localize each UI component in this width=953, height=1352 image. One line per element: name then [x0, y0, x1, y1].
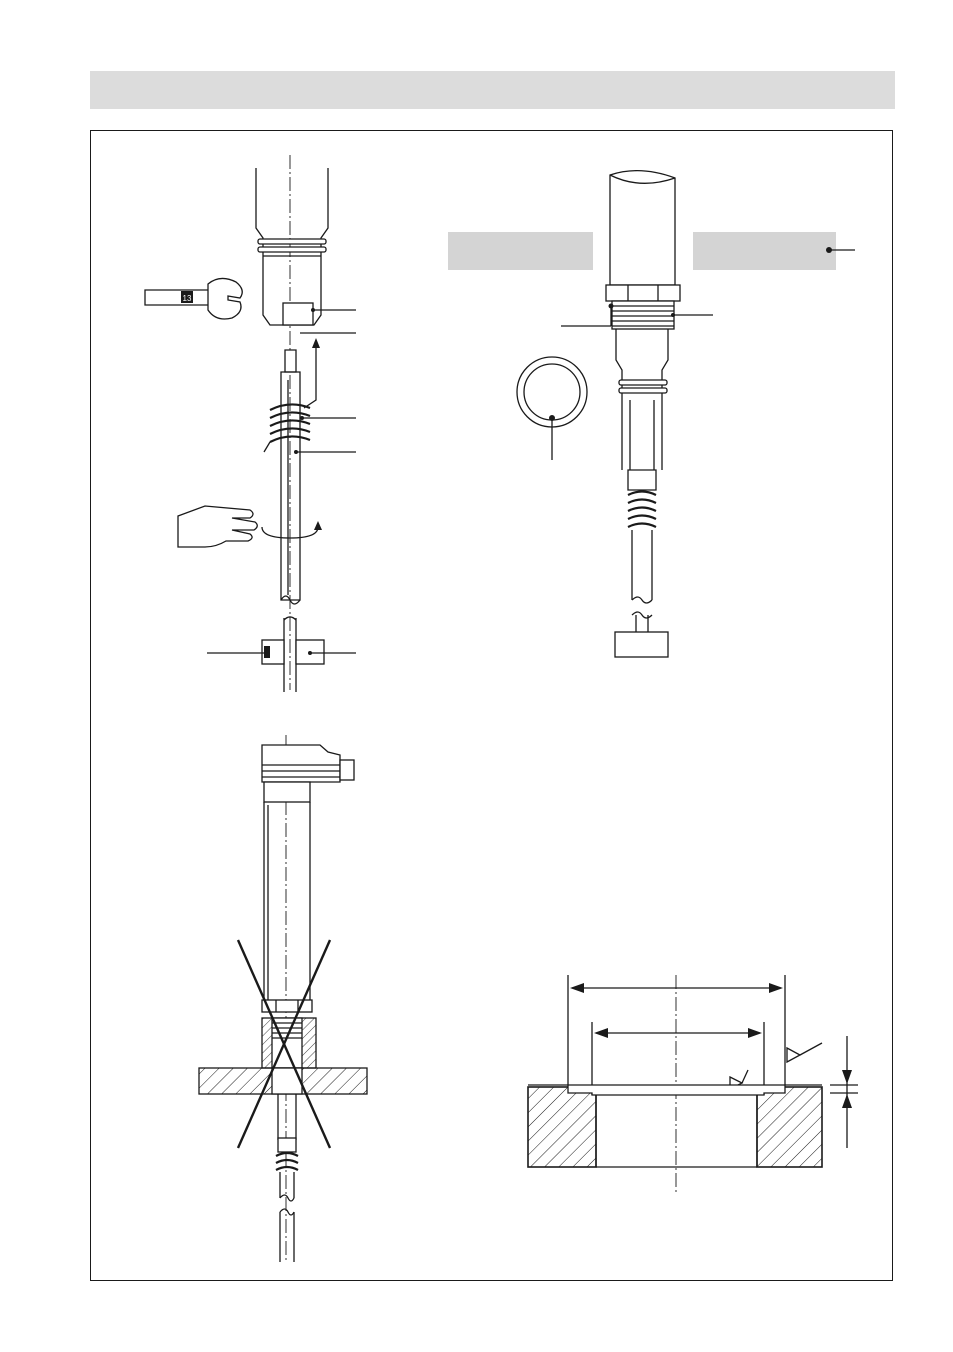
- wrench-size-label: 13: [183, 294, 192, 303]
- wall-section-left: [448, 232, 593, 270]
- probe-assembly-panel: 13: [144, 155, 356, 692]
- mounting-seal-panel: [448, 170, 855, 658]
- seal-ring-icon: [516, 356, 588, 460]
- wrench-icon: 13: [144, 277, 243, 320]
- header-bar: [90, 71, 895, 109]
- socket-dimensions-panel: [527, 975, 858, 1195]
- figure-frame: [90, 130, 893, 1281]
- wall-section-right: [693, 232, 836, 270]
- incorrect-cross-icon: [236, 939, 332, 1149]
- incorrect-mounting-panel: [198, 735, 368, 1262]
- hand-icon: [177, 505, 258, 548]
